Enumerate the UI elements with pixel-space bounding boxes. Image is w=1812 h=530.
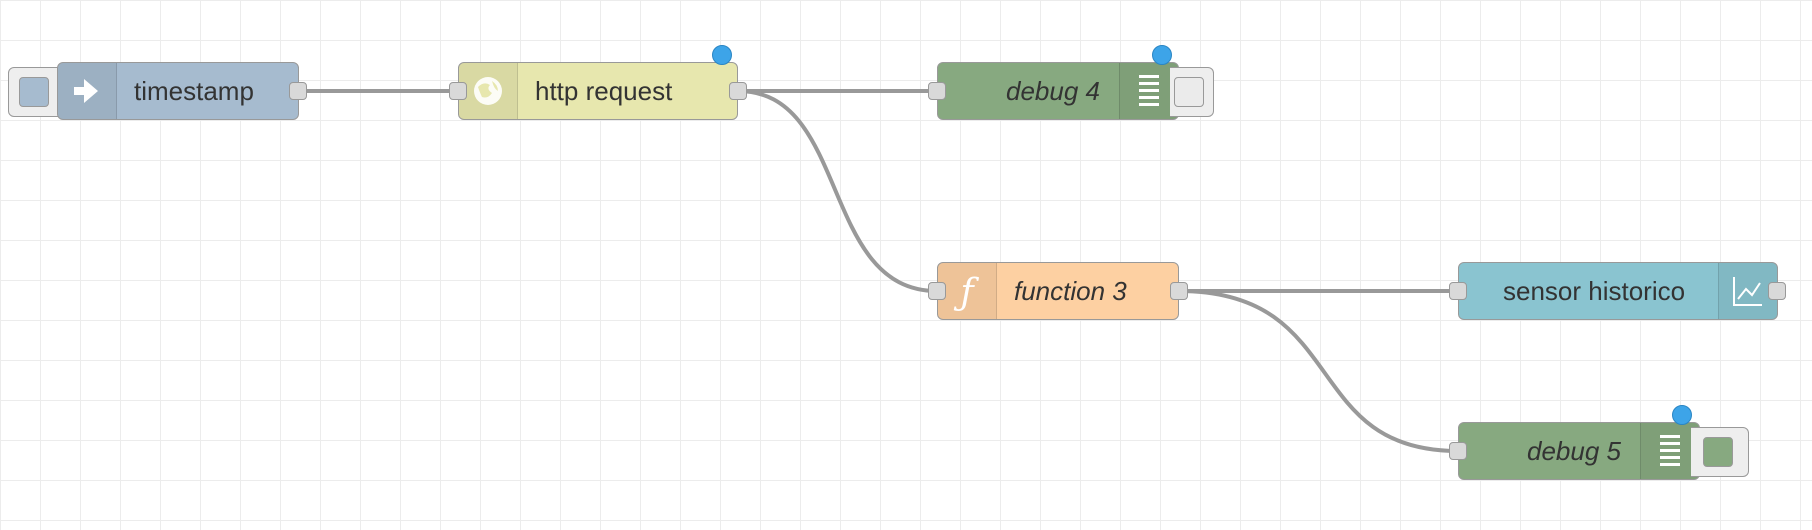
debug-toggle-button[interactable] [1170, 67, 1214, 117]
node-http-request[interactable]: http request [458, 62, 738, 120]
output-port[interactable] [289, 82, 307, 100]
wire-http-to-function[interactable] [737, 89, 938, 293]
debug-toggle-button[interactable] [1691, 427, 1749, 477]
node-debug-5[interactable]: debug 5 [1458, 422, 1700, 480]
input-port[interactable] [449, 82, 467, 100]
output-port[interactable] [1170, 282, 1188, 300]
node-function-3[interactable]: ƒ function 3 [937, 262, 1179, 320]
output-port[interactable] [729, 82, 747, 100]
node-label: function 3 [1014, 275, 1127, 306]
status-dot [712, 45, 732, 65]
svg-text:ƒ: ƒ [953, 272, 979, 311]
list-icon [1119, 63, 1178, 119]
status-dot [1152, 45, 1172, 65]
list-icon [1640, 423, 1699, 479]
debug-toggle-square[interactable] [1703, 437, 1733, 467]
inject-button[interactable] [8, 67, 66, 117]
input-port[interactable] [928, 82, 946, 100]
node-timestamp[interactable]: timestamp [57, 62, 299, 120]
input-port[interactable] [928, 282, 946, 300]
output-port[interactable] [1768, 282, 1786, 300]
arrow-in-icon [58, 63, 117, 119]
chart-icon [1718, 263, 1777, 319]
debug-toggle-square[interactable] [1174, 77, 1204, 107]
status-dot [1672, 405, 1692, 425]
input-port[interactable] [1449, 442, 1467, 460]
node-label: debug 4 [1006, 75, 1100, 106]
node-sensor-historico[interactable]: sensor historico [1458, 262, 1778, 320]
node-label: http request [535, 75, 673, 106]
function-icon: ƒ [938, 263, 997, 319]
wire-function-to-debug5[interactable] [1178, 289, 1459, 453]
node-label: debug 5 [1527, 435, 1621, 466]
input-port[interactable] [1449, 282, 1467, 300]
globe-icon [459, 63, 518, 119]
inject-button-square[interactable] [19, 77, 49, 107]
node-debug-4[interactable]: debug 4 [937, 62, 1179, 120]
node-label: timestamp [134, 75, 254, 106]
node-label: sensor historico [1503, 275, 1686, 306]
